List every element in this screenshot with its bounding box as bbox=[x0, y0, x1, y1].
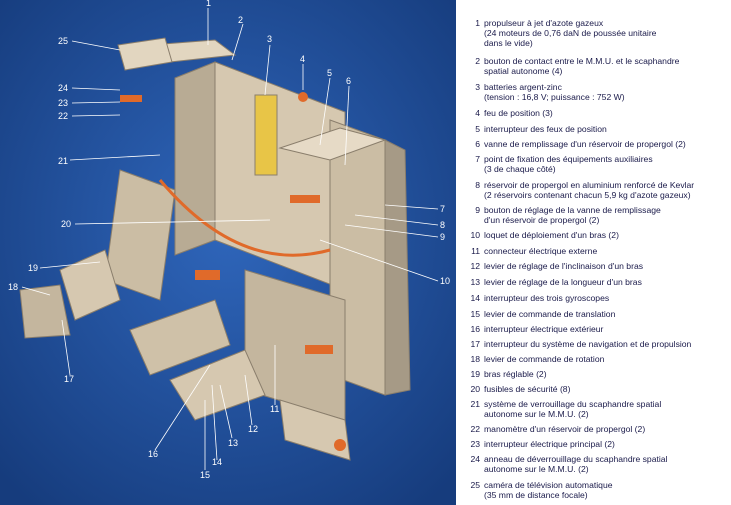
legend-number: 4 bbox=[475, 108, 480, 118]
callout-1: 1 bbox=[206, 0, 211, 8]
callout-13: 13 bbox=[228, 438, 238, 448]
legend-text: anneau de déverrouillage du scaphandre s… bbox=[484, 454, 668, 474]
callout-7: 7 bbox=[440, 204, 445, 214]
callout-20: 20 bbox=[61, 219, 71, 229]
callout-11: 11 bbox=[270, 404, 279, 414]
legend-text: interrupteur électrique principal (2) bbox=[484, 439, 615, 449]
callout-19: 19 bbox=[28, 263, 38, 273]
legend-text: interrupteur des feux de position bbox=[484, 124, 607, 134]
legend-text: réservoir de propergol en aluminium renf… bbox=[484, 180, 695, 200]
callout-4: 4 bbox=[300, 54, 305, 64]
legend-text: levier de commande de translation bbox=[484, 309, 616, 319]
callout-24: 24 bbox=[58, 83, 68, 93]
legend-text: interrupteur électrique extérieur bbox=[484, 324, 604, 334]
callout-17: 17 bbox=[64, 374, 74, 384]
legend-text: levier de commande de rotation bbox=[484, 354, 605, 364]
legend-number: 6 bbox=[475, 139, 480, 149]
legend-text: bouton de réglage de la vanne de remplis… bbox=[484, 205, 661, 225]
legend-number: 9 bbox=[475, 205, 480, 215]
legend-text: vanne de remplissage d'un réservoir de p… bbox=[484, 139, 686, 149]
callout-18: 18 bbox=[8, 282, 18, 292]
callout-9: 9 bbox=[440, 232, 445, 242]
callout-12: 12 bbox=[248, 424, 258, 434]
callout-25: 25 bbox=[58, 36, 68, 46]
mmu-body bbox=[19, 37, 411, 461]
legend-number: 15 bbox=[470, 309, 480, 319]
legend-number: 22 bbox=[470, 424, 480, 434]
legend-text: système de verrouillage du scaphandre sp… bbox=[484, 399, 662, 419]
legend-number: 11 bbox=[471, 246, 480, 256]
legend-text: levier de réglage de l'inclinaison d'un … bbox=[484, 261, 644, 271]
callout-21: 21 bbox=[58, 156, 68, 166]
legend-text: manomètre d'un réservoir de propergol (2… bbox=[484, 424, 646, 434]
legend-number: 8 bbox=[475, 180, 480, 190]
legend-number: 18 bbox=[470, 354, 480, 364]
mmu-drawing: 1 2 3 4 5 6 7 8 9 10 11 12 13 14 15 16 1… bbox=[0, 0, 456, 505]
legend-text: levier de réglage de la longueur d'un br… bbox=[484, 277, 642, 287]
legend-number: 14 bbox=[470, 293, 480, 303]
legend-number: 21 bbox=[470, 399, 480, 409]
legend-text: connecteur électrique externe bbox=[484, 246, 598, 256]
callout-6: 6 bbox=[346, 76, 351, 86]
callout-16: 16 bbox=[148, 449, 158, 459]
legend-panel: 1 propulseur à jet d'azote gazeux (24 mot… bbox=[456, 0, 731, 505]
legend-number: 1 bbox=[475, 18, 480, 28]
legend-text: interrupteur des trois gyroscopes bbox=[484, 293, 610, 303]
legend-number: 25 bbox=[470, 480, 480, 490]
legend-text: point de fixation des équipements auxili… bbox=[484, 154, 653, 174]
callout-22: 22 bbox=[58, 111, 68, 121]
callout-5: 5 bbox=[327, 68, 332, 78]
legend-number: 24 bbox=[470, 454, 480, 464]
legend-number: 20 bbox=[470, 384, 480, 394]
legend-text: caméra de télévision automatique (35 mm … bbox=[484, 480, 613, 500]
legend-text: fusibles de sécurité (8) bbox=[484, 384, 571, 394]
legend-text: propulseur à jet d'azote gazeux (24 mote… bbox=[484, 18, 657, 48]
legend-number: 12 bbox=[470, 261, 480, 271]
mmu-illustration: 1 2 3 4 5 6 7 8 9 10 11 12 13 14 15 16 1… bbox=[0, 0, 456, 505]
legend-text: feu de position (3) bbox=[484, 108, 553, 118]
legend-text: interrupteur du système de navigation et… bbox=[484, 339, 692, 349]
legend-number: 3 bbox=[475, 82, 480, 92]
callout-leaders bbox=[21, 8, 439, 470]
legend-text: loquet de déploiement d'un bras (2) bbox=[484, 230, 619, 240]
legend-number: 7 bbox=[475, 154, 480, 164]
callout-10: 10 bbox=[440, 276, 450, 286]
legend-text: batteries argent-zinc (tension : 16,8 V;… bbox=[484, 82, 625, 102]
callout-labels: 1 2 3 4 5 6 7 8 9 10 11 12 13 14 15 16 1… bbox=[8, 0, 450, 480]
callout-2: 2 bbox=[238, 15, 243, 25]
legend-text: bouton de contact entre le M.M.U. et le … bbox=[484, 56, 680, 76]
legend-number: 17 bbox=[470, 339, 480, 349]
legend-number: 5 bbox=[475, 124, 480, 134]
legend-text: bras réglable (2) bbox=[484, 369, 547, 379]
legend-number: 16 bbox=[470, 324, 480, 334]
callout-23: 23 bbox=[58, 98, 68, 108]
legend-number: 2 bbox=[475, 56, 480, 66]
legend-number: 23 bbox=[470, 439, 480, 449]
legend-number: 13 bbox=[470, 277, 480, 287]
callout-8: 8 bbox=[440, 220, 445, 230]
callout-14: 14 bbox=[212, 457, 222, 467]
callout-3: 3 bbox=[267, 34, 272, 44]
callout-15: 15 bbox=[200, 470, 210, 480]
legend-number: 10 bbox=[470, 230, 480, 240]
legend-number: 19 bbox=[470, 369, 480, 379]
